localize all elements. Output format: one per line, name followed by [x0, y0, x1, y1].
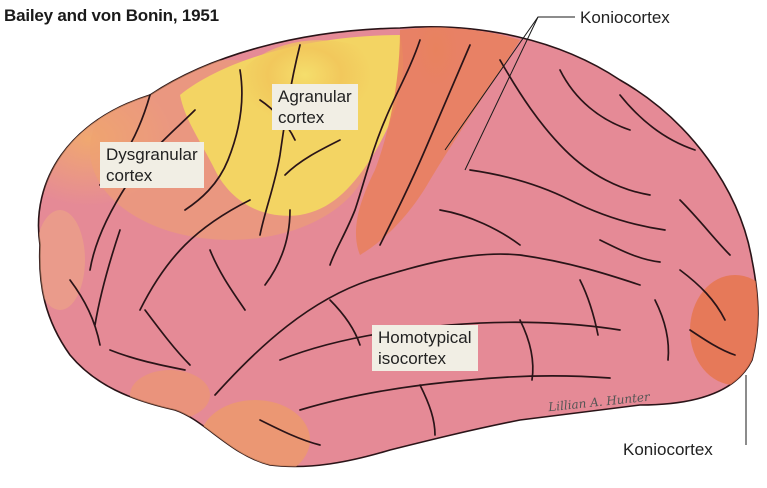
koniocortex-bottom-label: Koniocortex: [623, 440, 713, 460]
agranular-line-2: cortex: [278, 107, 352, 128]
dysgranular-line-1: Dysgranular: [106, 144, 198, 165]
dysgranular-line-2: cortex: [106, 165, 198, 186]
agranular-line-1: Agranular: [278, 86, 352, 107]
agranular-cortex-label: Agranular cortex: [272, 84, 358, 130]
homotypical-line-2: isocortex: [378, 348, 472, 369]
figure-title: Bailey and von Bonin, 1951: [4, 6, 219, 26]
homotypical-line-1: Homotypical: [378, 327, 472, 348]
homotypical-isocortex-label: Homotypical isocortex: [372, 325, 478, 371]
dysgranular-cortex-label: Dysgranular cortex: [100, 142, 204, 188]
brain-body: [20, 10, 767, 480]
koniocortex-top-label: Koniocortex: [580, 8, 670, 28]
